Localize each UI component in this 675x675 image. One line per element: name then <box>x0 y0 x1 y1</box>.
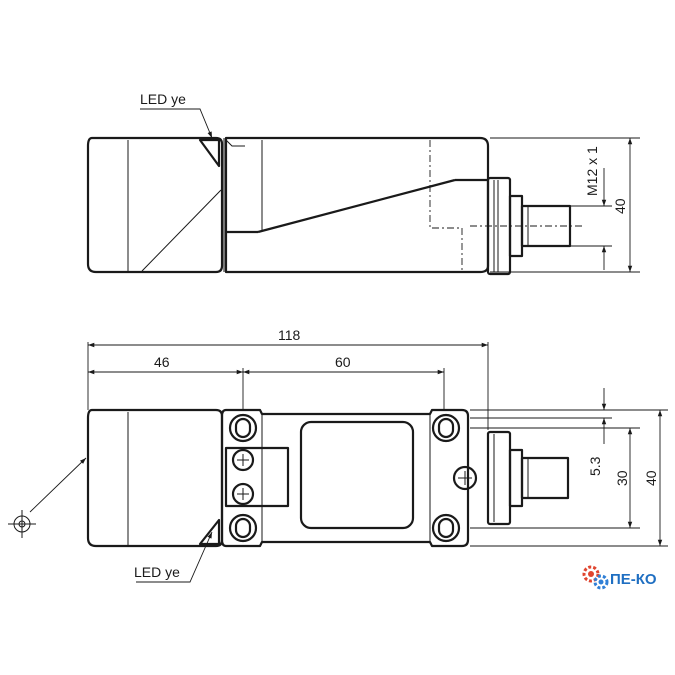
led-top-label: LED ye <box>140 91 186 107</box>
terminal-screw-1 <box>231 448 255 472</box>
bottom-head-body <box>86 408 224 548</box>
gear-icon <box>582 565 609 590</box>
mounting-hole-bl <box>228 513 258 543</box>
mounting-hole-tr <box>431 413 461 443</box>
dim-height-bottom-label: 40 <box>643 470 659 486</box>
housing-screw <box>452 465 478 491</box>
mounting-hole-tl <box>228 413 258 443</box>
terminal-block <box>224 446 290 508</box>
cover-window <box>299 420 415 530</box>
dim-offset-label: 5.3 <box>587 456 603 476</box>
sensing-direction-arrow <box>29 457 87 513</box>
bottom-connector-nut <box>486 430 512 526</box>
dim-mount-height-label: 30 <box>614 470 630 486</box>
dim-head-length-label: 46 <box>154 354 170 370</box>
bottom-housing-plate <box>220 408 470 548</box>
led-bottom-leader <box>136 531 213 583</box>
top-ramp <box>257 178 456 234</box>
dim-hole-spacing-label: 60 <box>335 354 351 370</box>
top-view: M12 x 1 40 LED ye <box>86 91 640 276</box>
bottom-connector-collar <box>508 448 524 508</box>
bottom-view: 118 46 60 <box>8 327 668 583</box>
terminal-screw-2 <box>231 482 255 506</box>
led-top-leader <box>140 108 213 139</box>
top-led-window <box>198 138 221 168</box>
bottom-led-window <box>198 518 221 546</box>
thread-label: M12 x 1 <box>584 146 600 196</box>
led-bottom-label: LED ye <box>134 564 180 580</box>
target-symbol-icon <box>8 510 36 538</box>
company-logo: ПЕ-КО <box>582 565 657 590</box>
mounting-hole-br <box>431 513 461 543</box>
dim-height-top-label: 40 <box>612 198 628 214</box>
logo-text: ПЕ-КО <box>610 571 657 588</box>
top-head-body <box>86 136 224 274</box>
top-head-diagonal <box>141 189 222 272</box>
top-housing-chamfer <box>225 139 245 147</box>
top-hidden-line <box>429 140 463 270</box>
bottom-connector-pin <box>520 456 570 500</box>
dim-total-length-label: 118 <box>278 327 301 343</box>
